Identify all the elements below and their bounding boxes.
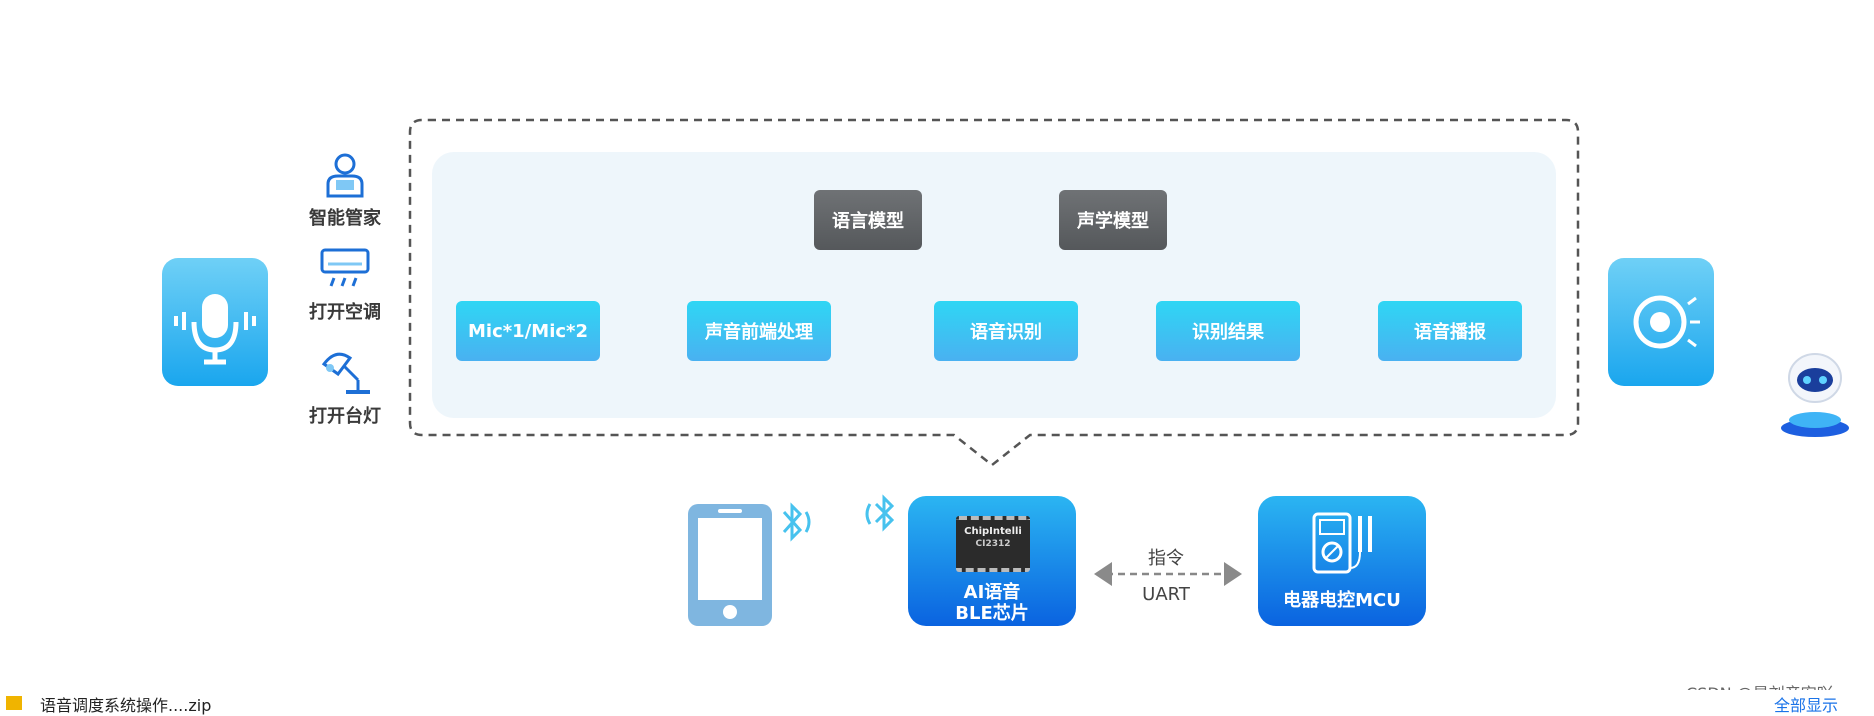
chip-brand: ChipIntelli: [964, 526, 1022, 537]
chip-model: CI2312: [975, 539, 1011, 549]
uart-arrow-right: [1224, 562, 1242, 586]
flow-step-result: 识别结果: [1156, 301, 1300, 361]
chip-label-line1: AI语音: [963, 582, 1021, 603]
processing-panel: [432, 152, 1556, 418]
flow-step-frontend: 声音前端处理: [687, 301, 831, 361]
chip-package: ChipIntelli CI2312: [956, 516, 1030, 572]
smartphone-icon: [688, 504, 772, 626]
show-all-downloads-link[interactable]: 全部显示: [1774, 696, 1839, 715]
uart-arrow-left: [1094, 562, 1112, 586]
download-bar: 语音调度系统操作....zip 全部显示: [0, 690, 1874, 715]
command-label-ac: 打开空调: [309, 302, 381, 323]
speaker-icon: [1633, 295, 1700, 349]
flow-step-recognition: 语音识别: [934, 301, 1078, 361]
language-model-box: 语言模型: [814, 190, 922, 250]
air-conditioner-icon: [320, 248, 370, 287]
command-label-butler: 智能管家: [309, 208, 381, 229]
download-filename[interactable]: 语音调度系统操作....zip: [40, 696, 212, 715]
robot-mascot-icon: [1781, 353, 1849, 437]
acoustic-model-box: 声学模型: [1059, 190, 1167, 250]
flow-step-playback: 语音播报: [1378, 301, 1522, 361]
flow-step-mic: Mic*1/Mic*2: [456, 301, 600, 361]
uart-label: UART: [1142, 584, 1190, 605]
microphone-icon: [174, 294, 256, 365]
multimeter-icon: [1312, 512, 1372, 574]
processing-boundary: [408, 118, 1580, 467]
command-label: 指令: [1148, 548, 1184, 569]
microphone-app-icon: [162, 258, 268, 386]
speaker-app-icon: [1608, 258, 1714, 386]
bluetooth-icon-chip: [865, 494, 895, 532]
appliance-mcu-box: 电器电控MCU: [1258, 496, 1426, 626]
command-label-lamp: 打开台灯: [309, 406, 381, 427]
mcu-label: 电器电控MCU: [1283, 590, 1401, 611]
ai-voice-ble-chip: ChipIntelli CI2312 AI语音 BLE芯片: [908, 496, 1076, 626]
chip-label-line2: BLE芯片: [955, 603, 1029, 624]
butler-icon: [326, 153, 364, 198]
bluetooth-icon-phone: [782, 502, 811, 542]
zip-file-icon: [6, 696, 22, 710]
desk-lamp-icon: [321, 352, 370, 394]
